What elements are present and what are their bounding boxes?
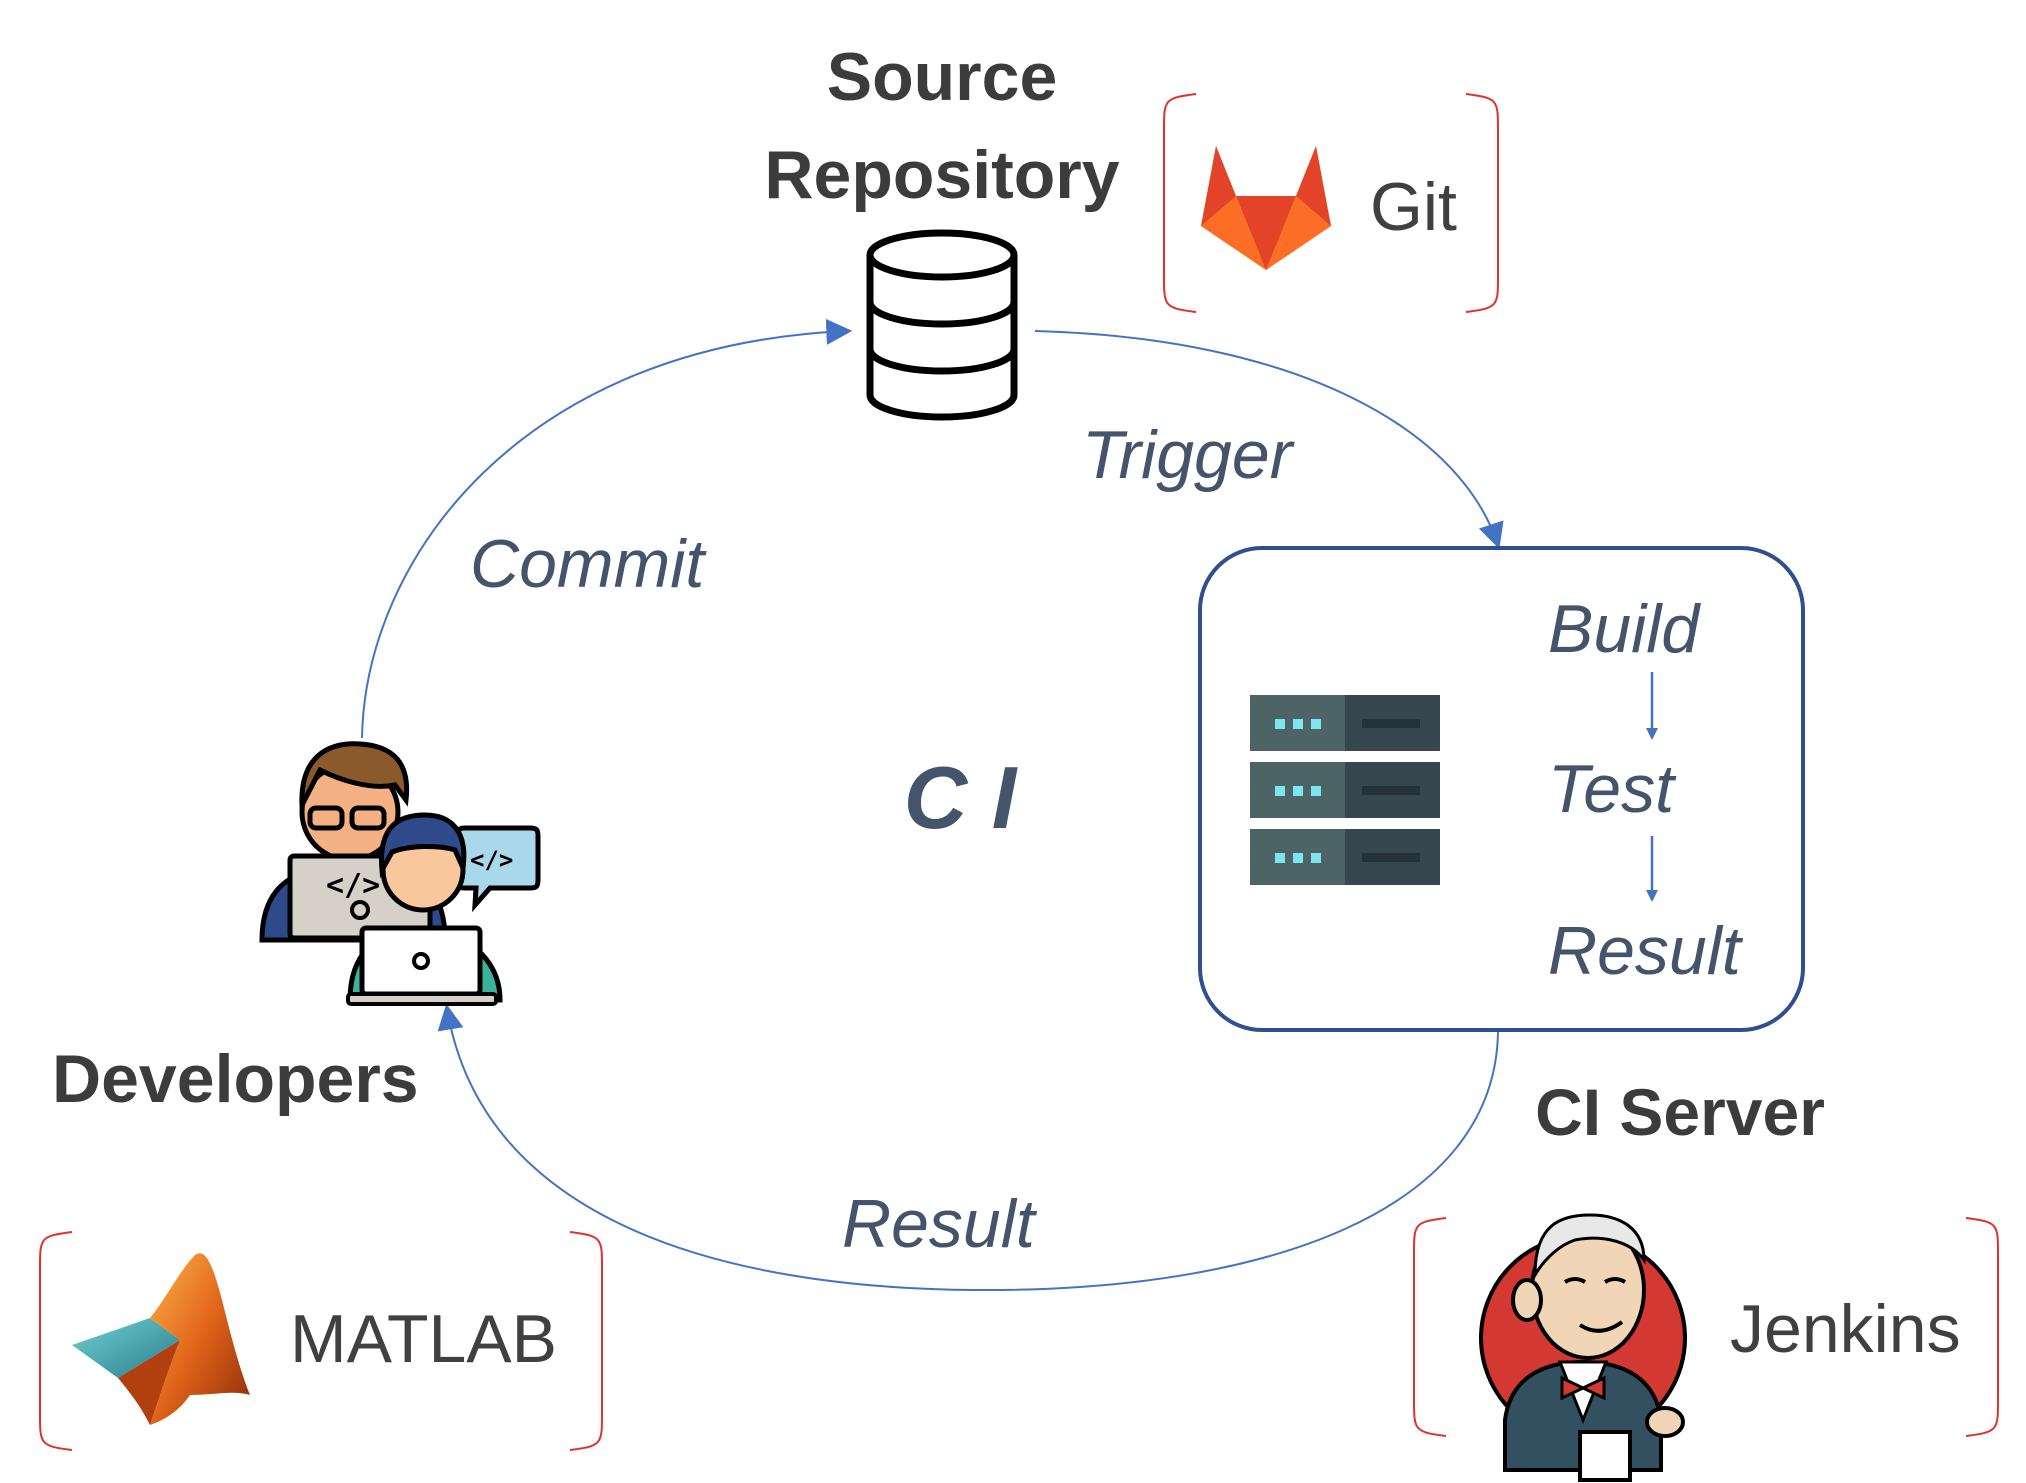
gitlab-logo [1201, 146, 1331, 270]
developers-label: Developers [52, 1041, 419, 1117]
matlab-bracket-right [569, 1231, 603, 1451]
ci-server-box [1198, 546, 1805, 1032]
pipeline-step-test: Test [1548, 751, 1677, 827]
trigger-label: Trigger [1082, 417, 1295, 493]
commit-arrow [361, 318, 853, 739]
matlab-bracket-left [39, 1231, 73, 1451]
source-repository-label-line2: Repository [764, 137, 1119, 213]
ci-center-label: C I [904, 748, 1018, 847]
svg-text:</>: </> [326, 868, 380, 903]
matlab-label: MATLAB [290, 1301, 557, 1377]
git-tool-box: Git [1163, 93, 1499, 313]
git-bracket-right [1465, 93, 1499, 313]
jenkins-bracket-right [1965, 1217, 1999, 1437]
jenkins-label: Jenkins [1730, 1291, 1961, 1367]
git-label: Git [1370, 169, 1457, 245]
result-edge-label: Result [842, 1186, 1038, 1262]
source-repository-label-line1: Source [827, 39, 1058, 115]
matlab-tool-box: MATLAB [39, 1231, 603, 1451]
trigger-arrow [1034, 330, 1504, 550]
commit-label: Commit [470, 526, 707, 602]
pipeline-step-build: Build [1548, 591, 1701, 667]
jenkins-tool-box: Jenkins [1413, 1213, 1999, 1482]
svg-text:</>: </> [470, 846, 513, 874]
database-icon [866, 229, 1018, 421]
jenkins-logo [1479, 1213, 1687, 1482]
result-arrow [437, 1003, 1499, 1292]
git-bracket-left [1163, 93, 1197, 313]
ci-server-label: CI Server [1535, 1075, 1825, 1149]
developers-icon: </> </> [259, 741, 541, 1006]
pipeline-step-result: Result [1548, 913, 1744, 989]
jenkins-bracket-left [1413, 1217, 1447, 1437]
server-rack-icon [1250, 695, 1440, 885]
matlab-logo [72, 1253, 250, 1425]
